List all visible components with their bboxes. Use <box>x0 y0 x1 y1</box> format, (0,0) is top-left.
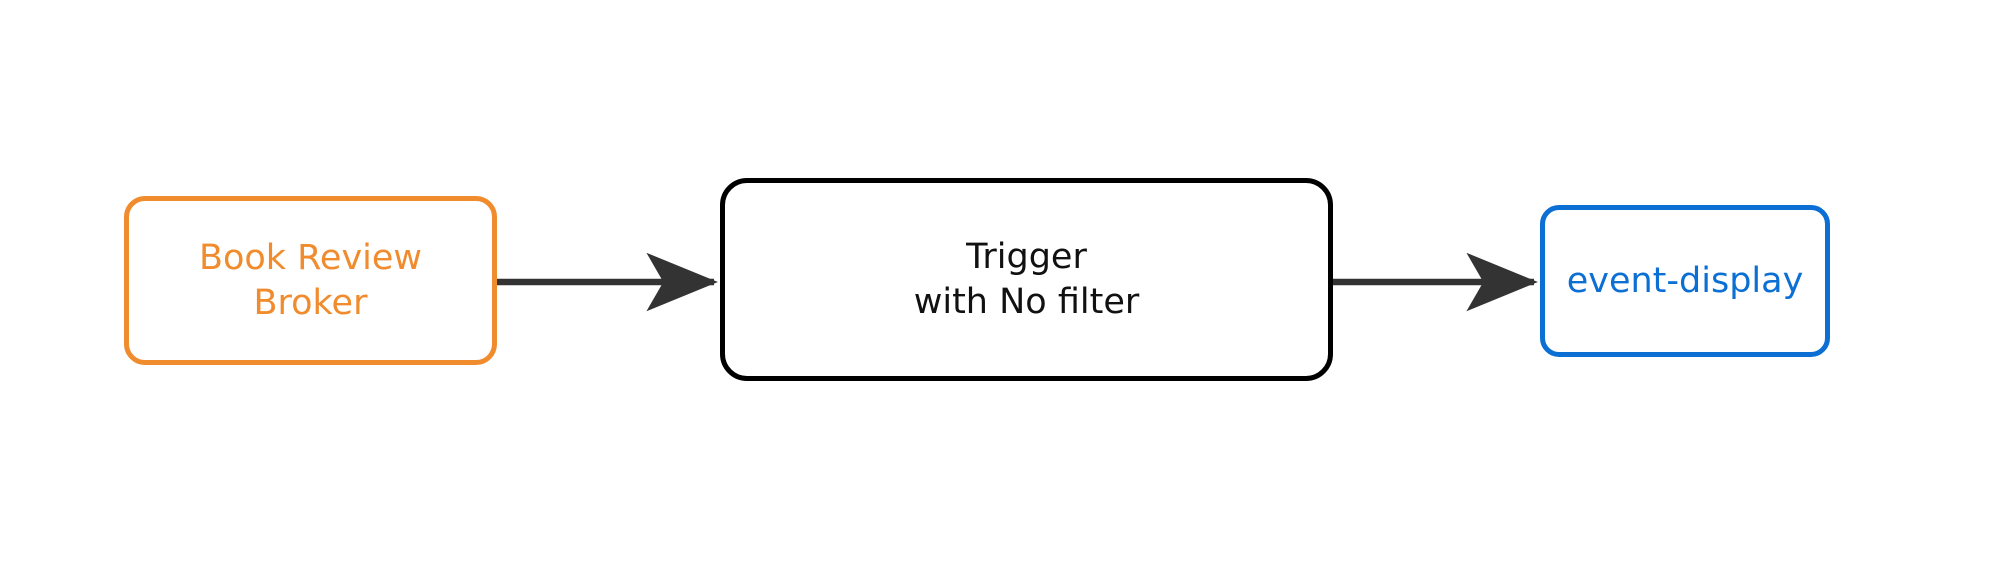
node-label-trigger-with-no-filter: Trigger with No filter <box>913 236 1140 322</box>
node-event-display[interactable]: event-display <box>1540 205 1830 357</box>
node-book-review-broker[interactable]: Book Review Broker <box>124 196 497 365</box>
node-label-event-display: event-display <box>1566 260 1804 301</box>
node-label-book-review-broker: Book Review Broker <box>198 237 423 323</box>
node-trigger-with-no-filter[interactable]: Trigger with No filter <box>720 178 1333 381</box>
